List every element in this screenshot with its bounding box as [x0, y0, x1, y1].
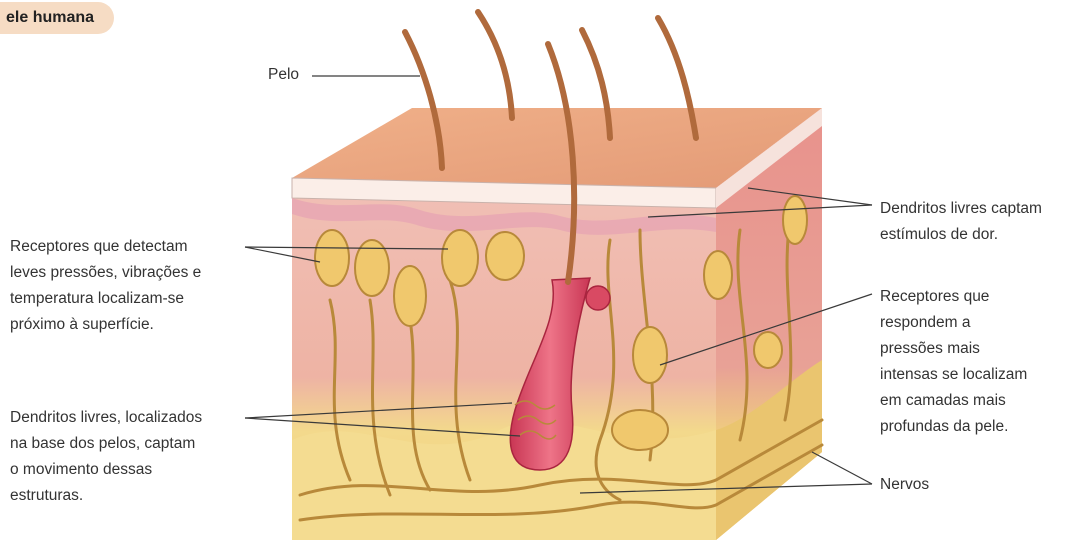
label-follicle-dendrites: Dendritos livres, localizados na base do…: [10, 405, 202, 509]
label-deep-receptors: Receptores que respondem a pressões mais…: [880, 284, 1027, 440]
label-hair: Pelo: [268, 62, 299, 88]
label-surface-receptors: Receptores que detectam leves pressões, …: [10, 234, 201, 338]
label-pain-dendrites: Dendritos livres captam estímulos de dor…: [880, 196, 1042, 248]
sebaceous-gland: [586, 286, 610, 310]
label-nerves: Nervos: [880, 472, 929, 498]
